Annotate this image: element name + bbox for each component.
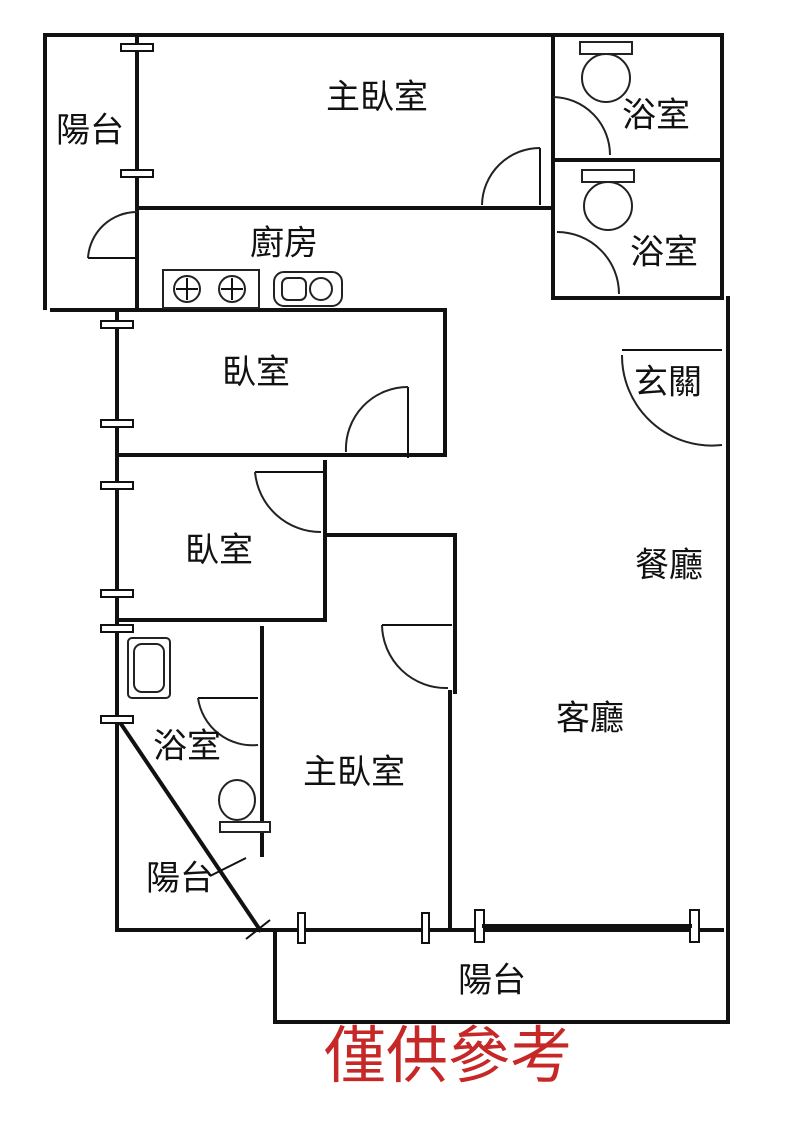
master-bedroom-lower-label: 主臥室 [303,753,405,793]
living-room-label: 客廳 [556,699,624,739]
window-markers [100,43,700,944]
bedroom-2-label: 臥室 [185,531,253,571]
room-labels: 陽台 主臥室 浴室 浴室 廚房 玄關 臥室 臥室 餐廳 客廳 浴室 主臥室 陽台… [56,78,703,1001]
kitchen-label: 廚房 [250,224,318,264]
toilet-icon [581,169,635,231]
toilet-icon [579,41,633,103]
bathroom-second-label: 浴室 [630,233,698,273]
bathtub-icon [127,637,171,699]
balcony-corner-label: 陽台 [146,859,214,899]
master-bedroom-top-label: 主臥室 [326,78,428,118]
bedroom-1-label: 臥室 [222,353,290,393]
balcony-south-label: 陽台 [458,961,526,1001]
toilet-icon [218,779,271,833]
bathroom-lower-label: 浴室 [153,727,221,767]
dining-room-label: 餐廳 [635,546,703,586]
stove-icon [162,269,260,309]
doors [87,96,723,877]
watermark-text: 僅供參考 [324,1019,572,1092]
entrance-label: 玄關 [634,363,702,403]
walls [43,33,730,1024]
bathroom-top-label: 浴室 [622,96,690,136]
balcony-west-label: 陽台 [56,111,124,151]
sink-icon [273,271,343,307]
